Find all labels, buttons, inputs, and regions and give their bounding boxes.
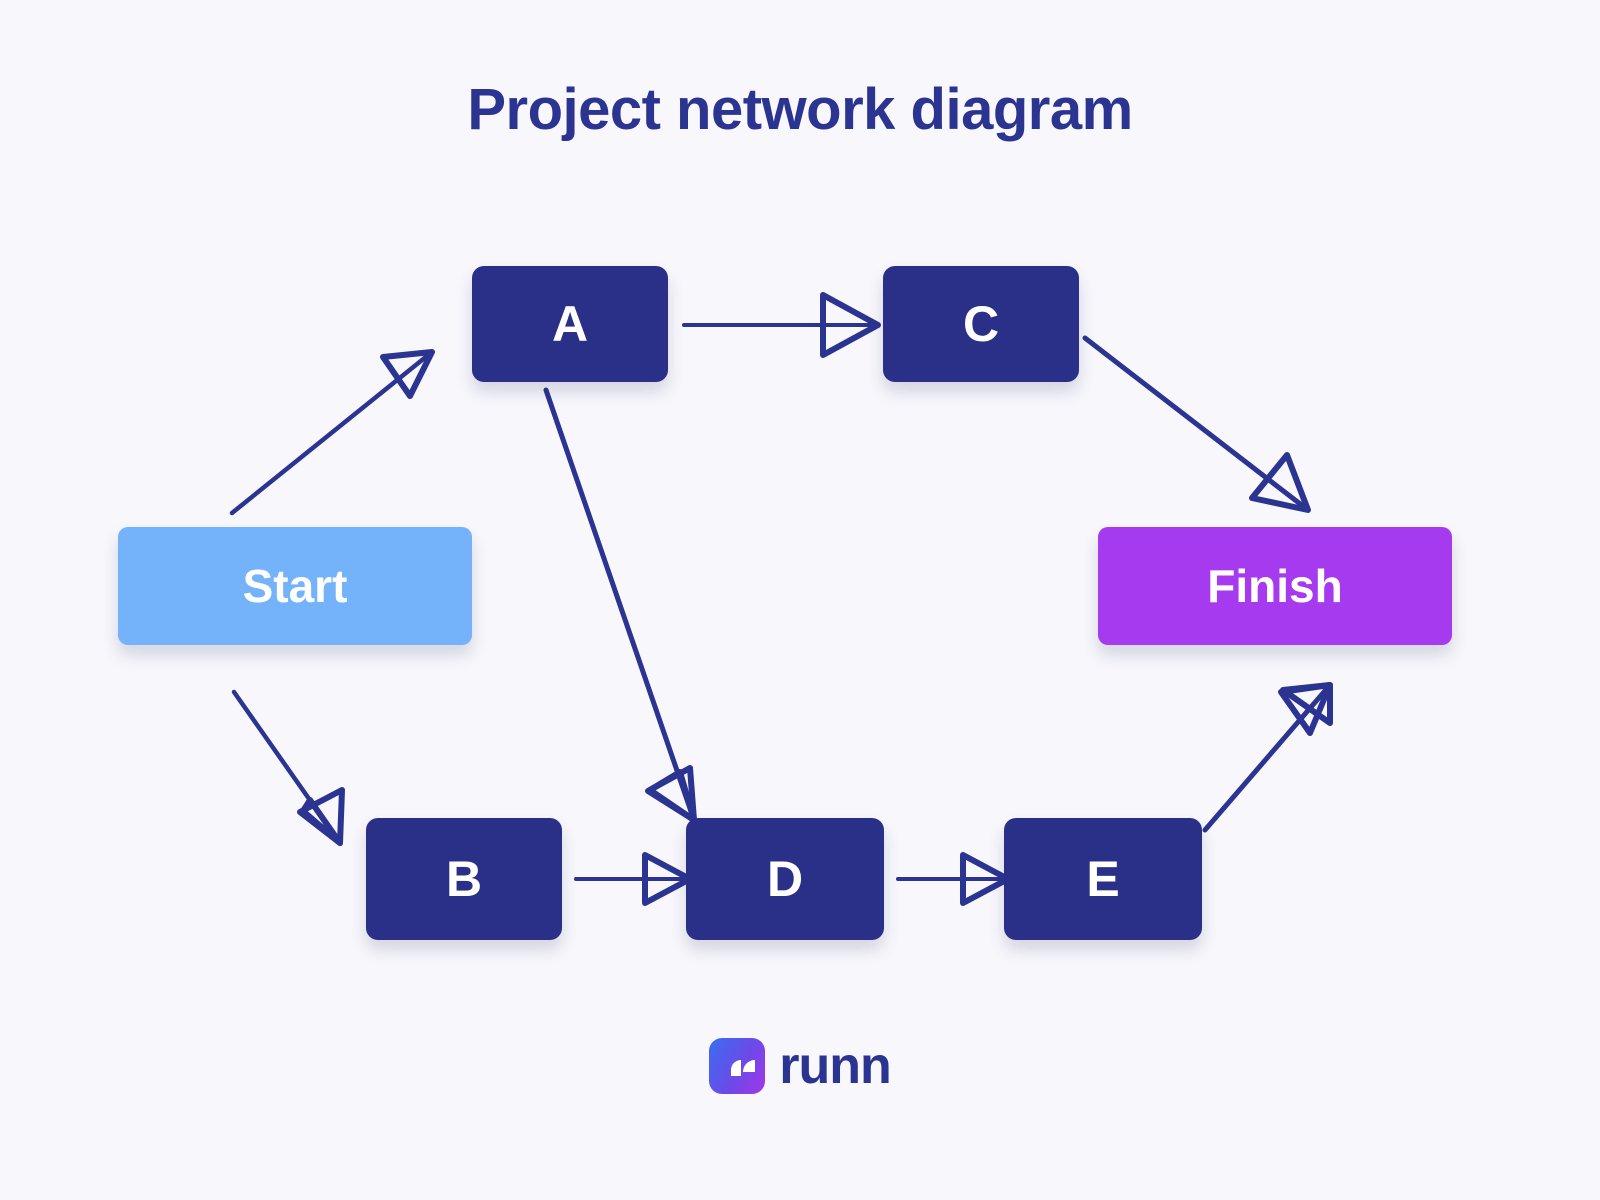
- node-start[interactable]: Start: [118, 527, 472, 645]
- node-b-label: B: [445, 851, 483, 907]
- node-c-label: C: [962, 296, 1000, 352]
- edge-d-to-e: [896, 852, 1011, 906]
- edge-c-to-finish: [1082, 335, 1311, 513]
- node-e[interactable]: E: [1004, 818, 1202, 940]
- node-finish-label: Finish: [1207, 560, 1343, 612]
- node-c[interactable]: C: [883, 266, 1079, 382]
- node-e-label: E: [1086, 851, 1120, 907]
- node-b[interactable]: B: [366, 818, 562, 940]
- edge-start-to-b: [231, 689, 345, 846]
- node-a-label: A: [551, 296, 589, 352]
- node-d-label: D: [766, 851, 804, 907]
- edge-start-to-a: [229, 349, 435, 516]
- node-start-label: Start: [242, 560, 348, 612]
- node-d[interactable]: D: [686, 818, 884, 940]
- runn-logo-icon: [709, 1038, 766, 1094]
- edge-a-to-d: [543, 387, 697, 823]
- brand-wordmark: runn: [779, 1037, 892, 1095]
- edge-a-to-c: [682, 292, 881, 358]
- brand-logo: runn: [0, 1038, 1600, 1094]
- edge-b-to-d: [574, 852, 693, 906]
- page-title: Project network diagram: [467, 77, 1133, 142]
- node-a[interactable]: A: [472, 266, 668, 382]
- edge-e-to-finish: [1202, 682, 1333, 833]
- node-finish[interactable]: Finish: [1098, 527, 1452, 645]
